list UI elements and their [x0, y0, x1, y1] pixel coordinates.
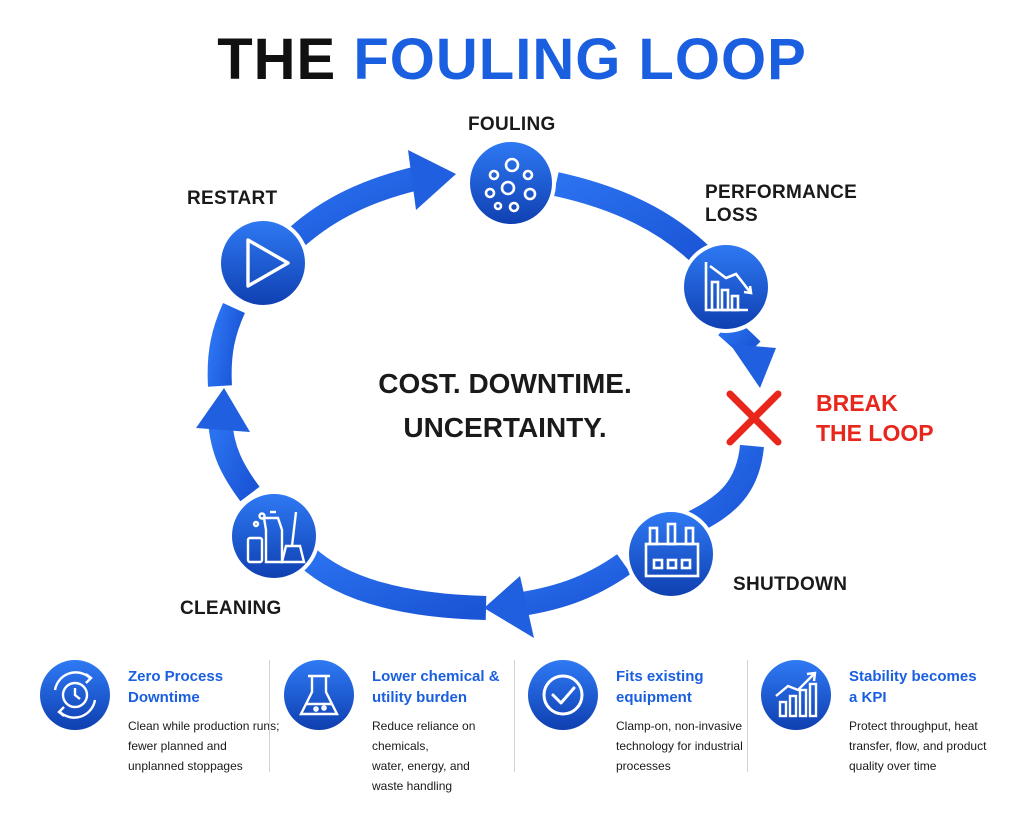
feature-desc-line-1: Clean while production runs;	[128, 719, 280, 733]
feature-divider	[269, 660, 270, 772]
arrow-up-to-restart	[207, 303, 245, 387]
arrowhead-to-restart	[196, 388, 250, 432]
center-text: COST. DOWNTIME. UNCERTAINTY.	[330, 362, 680, 450]
feature-title-line-1: Zero Process	[128, 668, 224, 685]
feature-title: Zero Process Downtime	[128, 666, 278, 708]
feature-description: Reduce reliance on chemicals, water, ene…	[372, 716, 528, 796]
title-part-1: THE	[217, 27, 337, 92]
feature-title: Stability becomes a KPI	[849, 666, 999, 708]
feature-divider	[747, 660, 748, 772]
arrowhead-to-fouling	[408, 150, 456, 210]
feature-stability-kpi: Stability becomes a KPI Protect throughp…	[761, 660, 1001, 780]
clock-cycle-icon	[40, 660, 110, 730]
arrow-heads	[196, 150, 776, 638]
arrow-shutdown-to-cleaning	[506, 554, 631, 618]
feature-zero-downtime: Zero Process Downtime Clean while produc…	[40, 660, 279, 780]
feature-desc-line-3: waste handling	[372, 779, 453, 793]
feature-divider	[514, 660, 515, 772]
feature-desc-line-3: quality over time	[849, 759, 937, 773]
feature-desc-line-2: transfer, flow, and product	[849, 739, 987, 753]
feature-desc-line-1: Clamp-on, non-invasive	[616, 719, 743, 733]
node-fouling	[466, 138, 556, 228]
feature-description: Protect throughput, heat transfer, flow,…	[849, 716, 1005, 776]
growth-chart-icon	[761, 660, 831, 730]
feature-desc-line-2: fewer planned and	[128, 739, 227, 753]
cleaning-supplies-icon	[246, 510, 306, 564]
feature-title-line-2: Downtime	[128, 689, 200, 706]
red-x-icon	[726, 390, 782, 446]
feature-desc-line-1: Protect throughput, heat	[849, 719, 978, 733]
feature-title-line-1: Fits existing	[616, 668, 704, 685]
break-line-1: BREAK	[816, 390, 898, 416]
checkmark-icon	[528, 660, 598, 730]
label-fouling: FOULING	[468, 114, 556, 135]
declining-chart-icon	[704, 262, 753, 312]
node-shutdown	[625, 508, 717, 600]
feature-title-line-2: equipment	[616, 689, 692, 706]
node-performance-loss	[680, 241, 772, 333]
label-shutdown: SHUTDOWN	[733, 574, 848, 595]
feature-title-line-2: utility burden	[372, 689, 467, 706]
label-restart: RESTART	[187, 188, 278, 209]
label-performance-loss: PERFORMANCE LOSS	[705, 182, 858, 226]
node-restart	[217, 217, 309, 309]
factory-icon	[644, 522, 700, 578]
play-icon	[246, 238, 290, 288]
feature-title: Fits existing equipment	[616, 666, 766, 708]
arrow-break-to-shutdown	[688, 444, 764, 533]
feature-desc-line-3: processes	[616, 759, 671, 773]
feature-desc-line-2: technology for industrial	[616, 739, 743, 753]
feature-description: Clean while production runs; fewer plann…	[128, 716, 284, 776]
feature-title-line-1: Lower chemical &	[372, 668, 500, 685]
flask-icon	[284, 660, 354, 730]
node-cleaning	[228, 490, 320, 582]
feature-lower-chemical: Lower chemical & utility burden Reduce r…	[284, 660, 514, 793]
feature-desc-line-3: unplanned stoppages	[128, 759, 243, 773]
feature-title-line-1: Stability becomes	[849, 668, 977, 685]
arrow-restart-to-fouling	[290, 166, 421, 246]
feature-description: Clamp-on, non-invasive technology for in…	[616, 716, 772, 776]
arrow-fouling-to-performance	[553, 172, 713, 267]
feature-desc-line-2: water, energy, and	[372, 759, 470, 773]
arrowhead-to-cleaning	[484, 576, 534, 638]
arrow-cleaning-back	[297, 547, 487, 620]
feature-fits-existing: Fits existing equipment Clamp-on, non-in…	[528, 660, 748, 780]
center-text-line-1: COST. DOWNTIME.	[378, 368, 632, 399]
center-text-line-2: UNCERTAINTY.	[403, 412, 607, 443]
title-part-2: FOULING LOOP	[353, 27, 807, 92]
label-cleaning: CLEANING	[180, 598, 282, 619]
particles-icon	[484, 157, 537, 213]
feature-title-line-2: a KPI	[849, 689, 887, 706]
break-the-loop-label: BREAK THE LOOP	[816, 388, 934, 448]
arrowhead-to-break	[730, 344, 776, 388]
feature-title: Lower chemical & utility burden	[372, 666, 522, 708]
page-title: THE FOULING LOOP	[0, 26, 1024, 93]
feature-desc-line-1: Reduce reliance on chemicals,	[372, 719, 476, 753]
break-line-2: THE LOOP	[816, 420, 934, 446]
